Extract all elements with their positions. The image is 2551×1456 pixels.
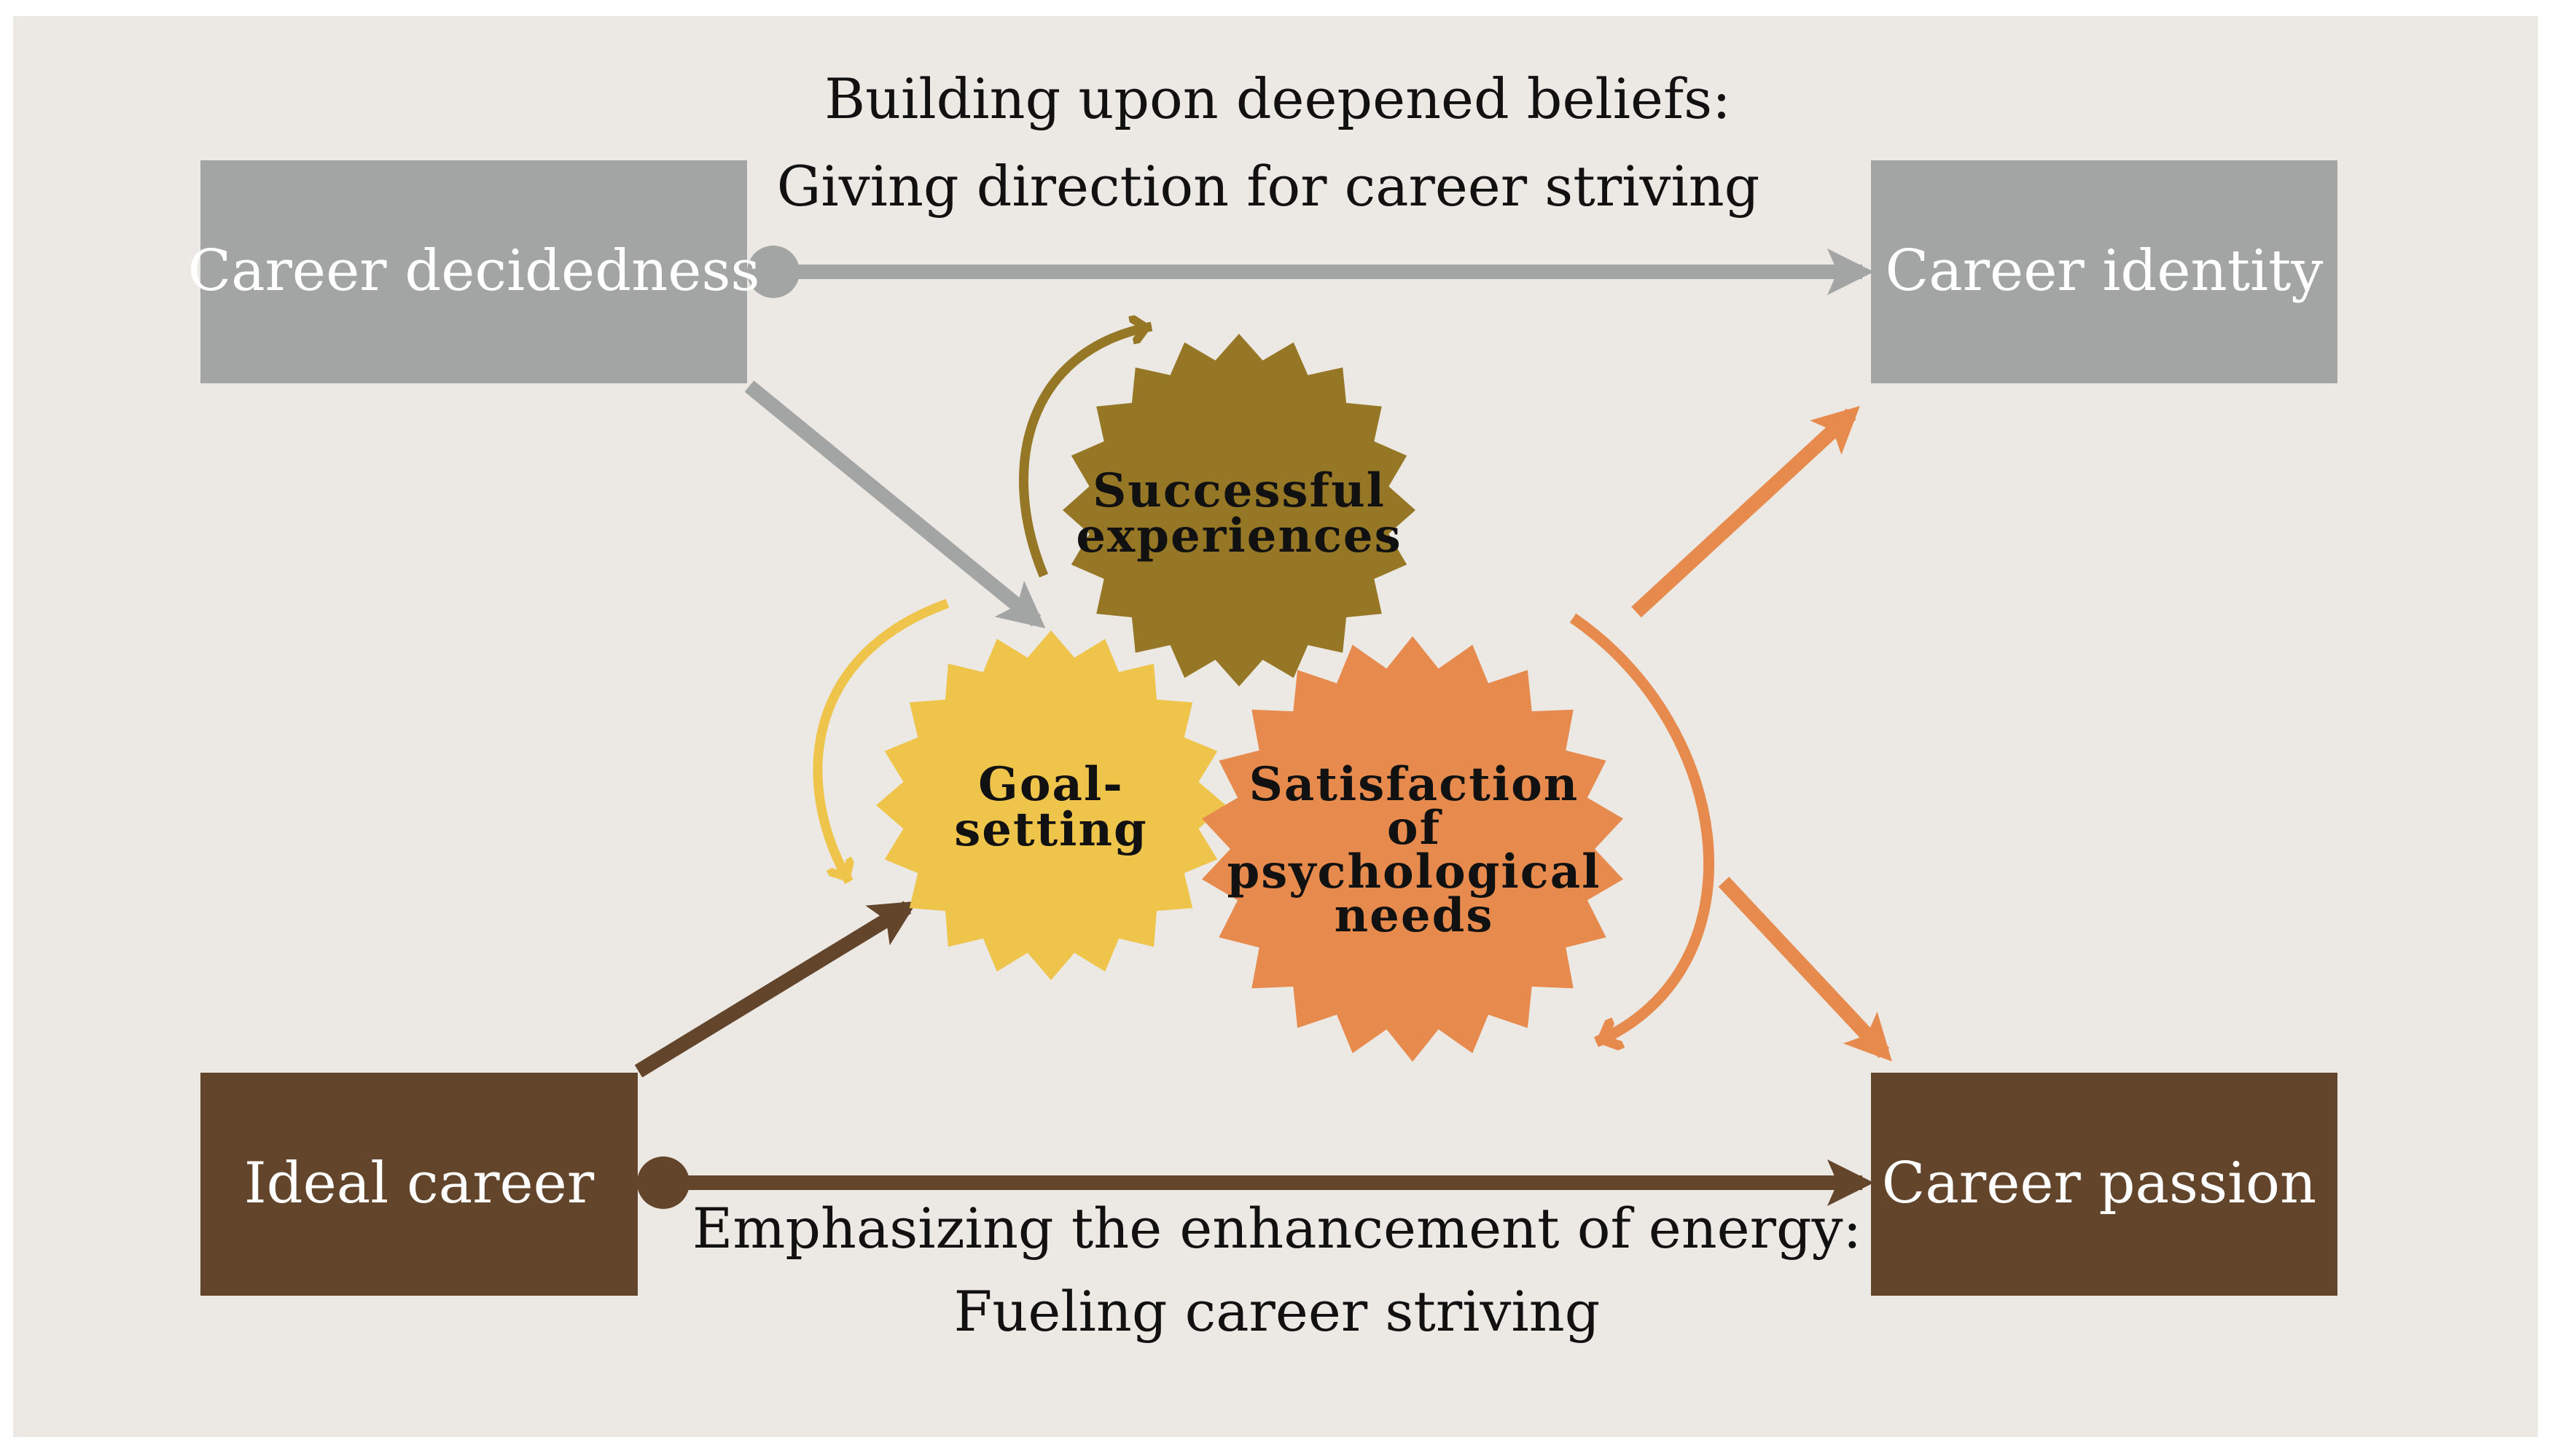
orange-cycle-arrow bbox=[1569, 613, 1715, 1042]
yellow-cycle-arrow bbox=[813, 598, 950, 885]
career-passion-box bbox=[1871, 1073, 2337, 1296]
goal-setting-line2: setting bbox=[954, 802, 1147, 857]
career-decidedness-label: Career decidedness bbox=[187, 238, 759, 304]
satisfaction-to-passion-arrow bbox=[1718, 877, 1892, 1062]
ideal-career-box bbox=[200, 1073, 638, 1296]
decidedness-to-goal-arrow bbox=[744, 380, 1046, 629]
satisfaction-to-identity-arrow bbox=[1631, 406, 1860, 618]
olive-cycle-arrow bbox=[1019, 326, 1153, 578]
top-caption-line1: Building upon deepened beliefs: bbox=[824, 66, 1731, 131]
successful-experiences-line1: Successful bbox=[1093, 463, 1386, 518]
successful-experiences-line2: experiences bbox=[1076, 509, 1402, 563]
satisfaction-line2: of bbox=[1387, 801, 1442, 856]
career-passion-label: Career passion bbox=[1882, 1151, 2317, 1216]
successful-experiences-gear bbox=[1063, 334, 1415, 686]
bottom-caption-line1: Emphasizing the enhancement of energy: bbox=[692, 1196, 1862, 1261]
satisfaction-gear bbox=[1202, 636, 1623, 1062]
satisfaction-line3: psychological bbox=[1227, 845, 1601, 899]
satisfaction-line1: Satisfaction bbox=[1249, 757, 1579, 812]
goal-setting-line1: Goal- bbox=[978, 757, 1124, 812]
top-caption-line2: Giving direction for career striving bbox=[777, 154, 1760, 219]
career-identity-label: Career identity bbox=[1886, 238, 2324, 304]
goal-setting-gear bbox=[876, 630, 1226, 980]
bottom-caption-line2: Fueling career striving bbox=[954, 1279, 1601, 1344]
satisfaction-line4: needs bbox=[1335, 888, 1494, 943]
ideal-to-goal-arrow bbox=[634, 901, 918, 1078]
top-connector-arrow bbox=[747, 246, 1874, 298]
bottom-connector-arrow bbox=[637, 1156, 1874, 1209]
ideal-career-label: Ideal career bbox=[244, 1151, 595, 1216]
career-decidedness-box bbox=[200, 160, 747, 383]
career-identity-box bbox=[1871, 160, 2337, 383]
